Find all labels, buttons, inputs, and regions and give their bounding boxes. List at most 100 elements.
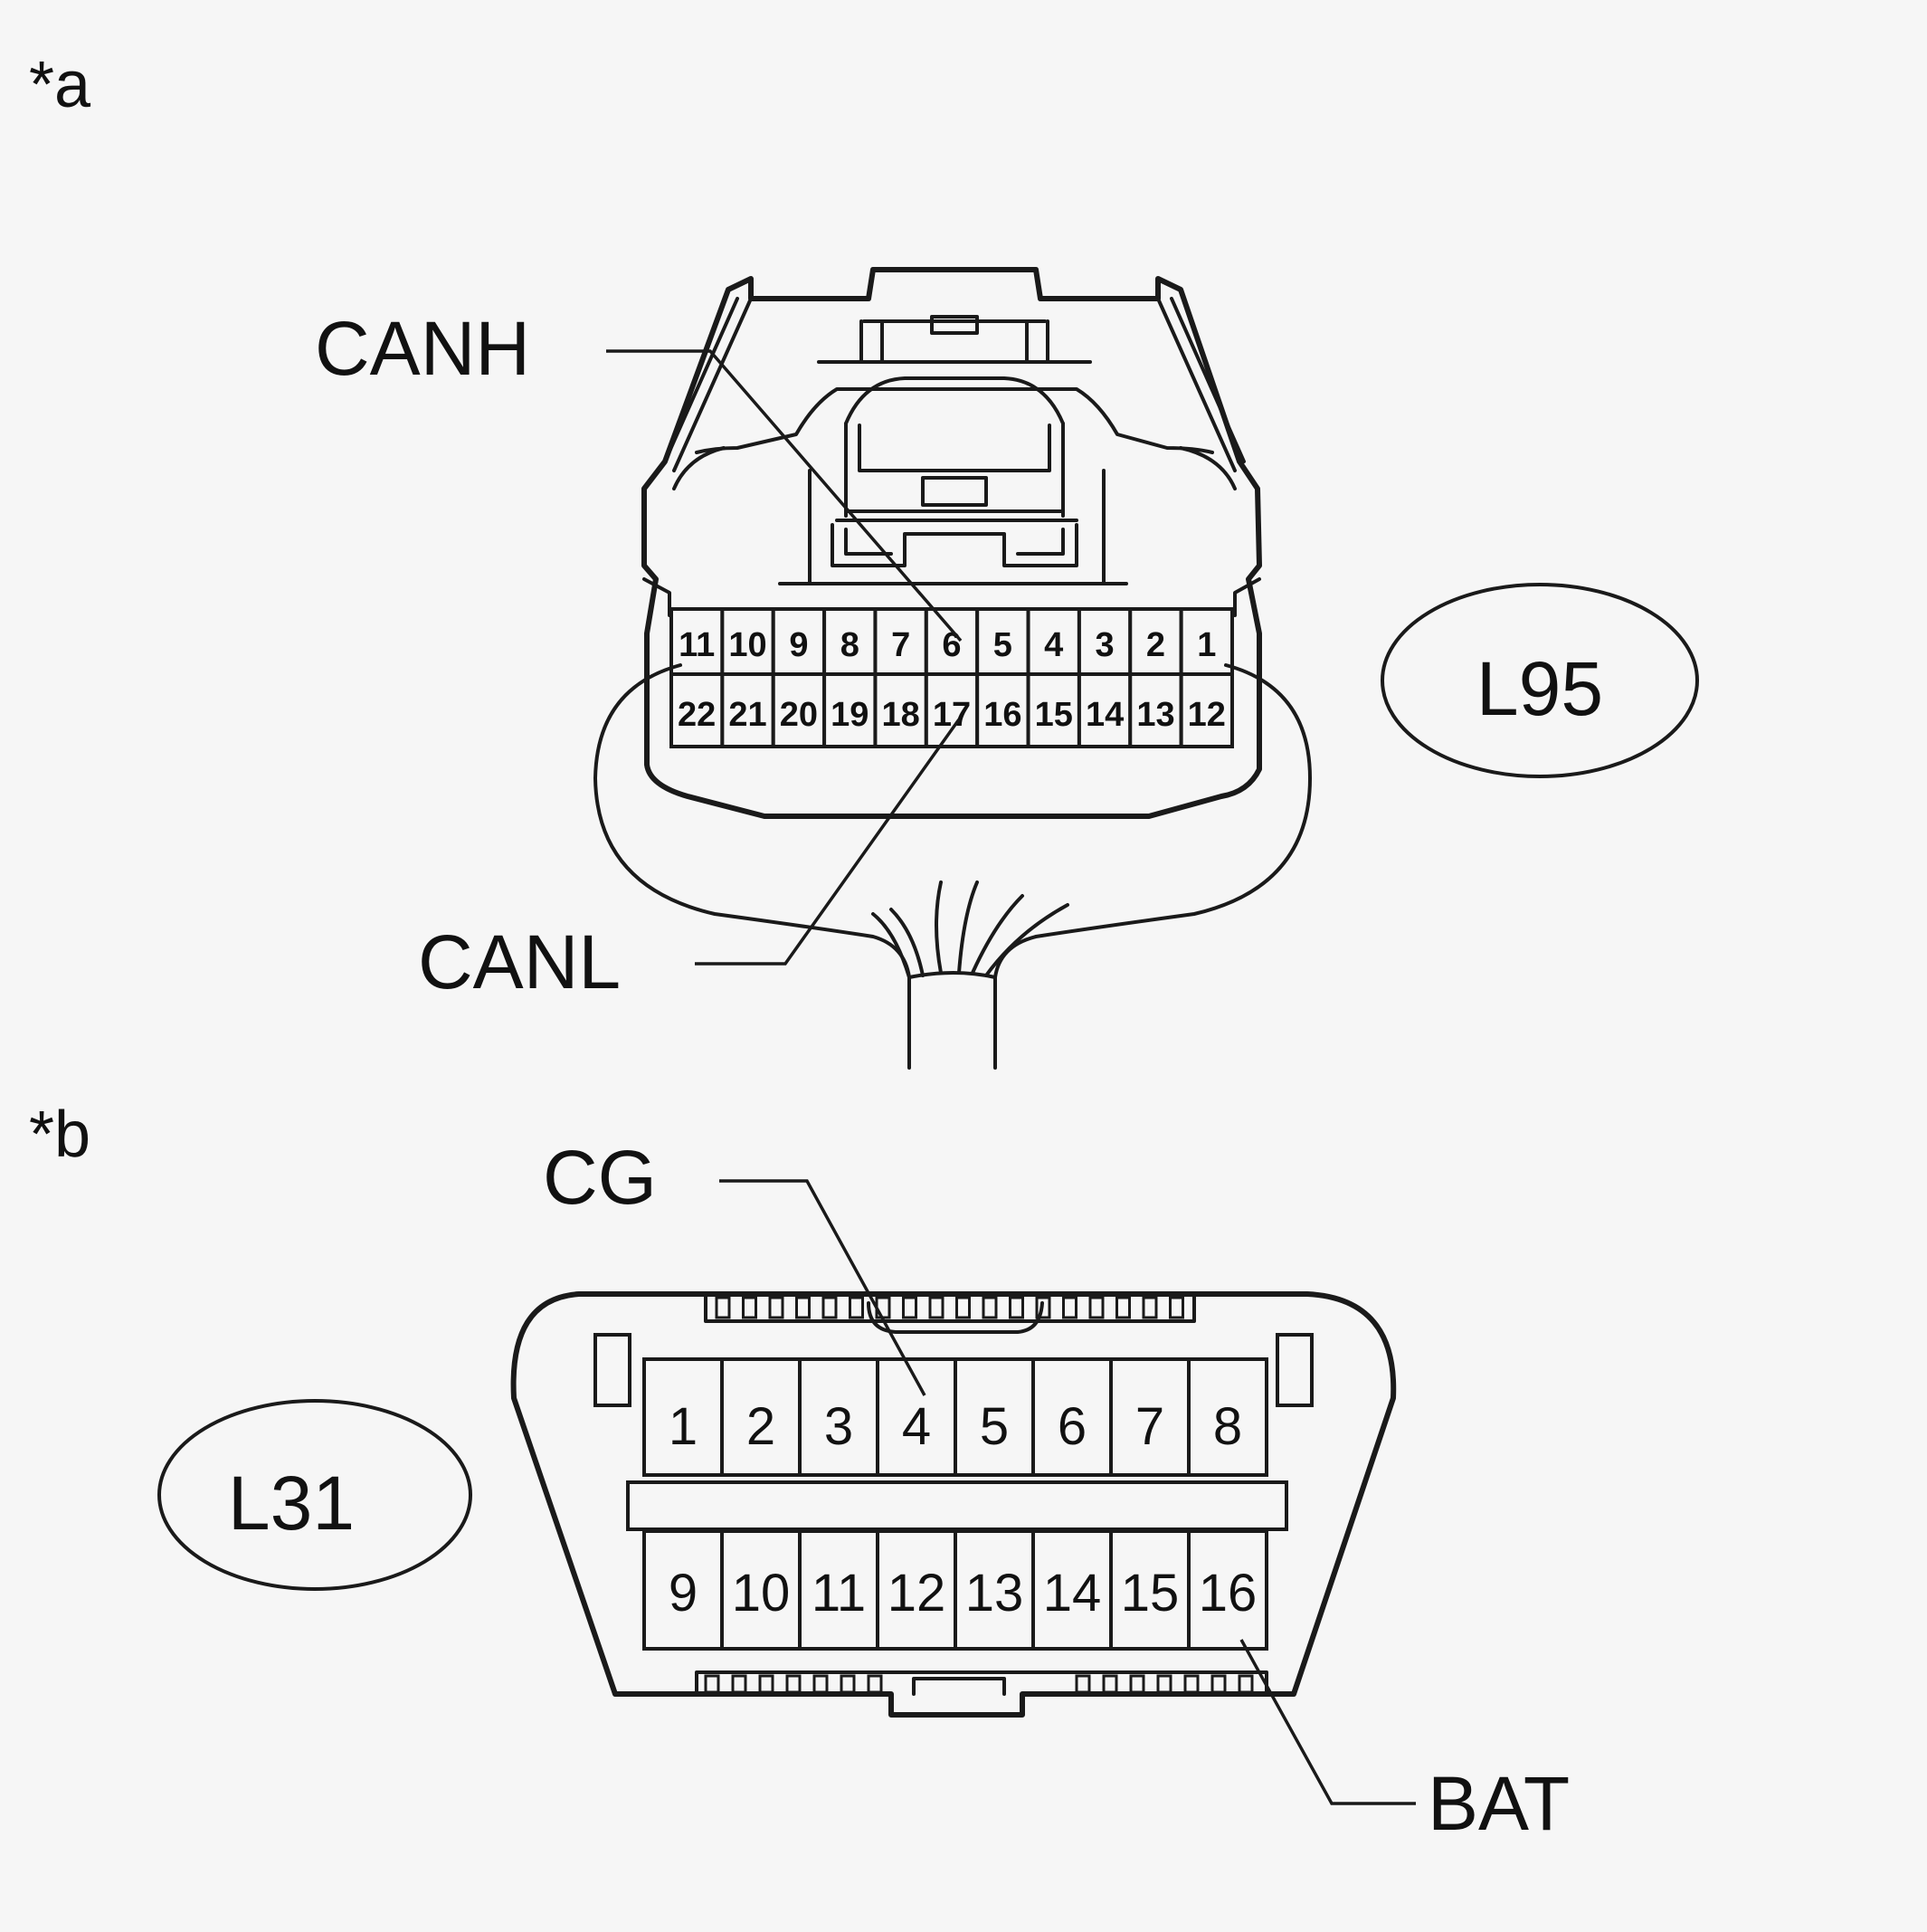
l95-pin-cell [1128, 607, 1183, 676]
l95-code-oval: L95 [1381, 583, 1699, 778]
l31-pin-label: 8 [1213, 1397, 1242, 1456]
connector-tooth [731, 1674, 747, 1694]
l95-pin-cell [873, 672, 928, 748]
l31-pin-cell [1109, 1529, 1191, 1651]
l31-pin-label: 5 [980, 1397, 1009, 1456]
l95-pin-label: 18 [881, 696, 919, 734]
bat-leader [1239, 1639, 1416, 1805]
l31-pin-cell [720, 1529, 802, 1651]
l95-pin-label: 16 [983, 696, 1021, 734]
l31-pin-cell [1109, 1357, 1191, 1477]
l31-pin-label: 13 [965, 1564, 1024, 1623]
l31-pin-cell [1187, 1529, 1268, 1651]
l95-pin-label: 4 [1044, 626, 1063, 664]
connector-tooth [1075, 1674, 1091, 1694]
canl-label: CANL [418, 919, 621, 1004]
connector-tooth [768, 1296, 784, 1319]
l31-pin-label: 15 [1121, 1564, 1180, 1623]
l95-pin-cell [720, 672, 775, 748]
connector-tooth [1115, 1296, 1131, 1319]
l95-harness [593, 663, 1312, 1070]
l95-pin-label: 2 [1146, 626, 1165, 664]
connector-tooth [928, 1296, 945, 1319]
connector-tooth [1088, 1296, 1105, 1319]
l31-pin-cell [720, 1357, 802, 1477]
canh-label: CANH [315, 306, 530, 391]
l31-pin-cell [1031, 1529, 1113, 1651]
connector-tooth [867, 1674, 883, 1694]
l95-pin-label: 21 [728, 696, 766, 734]
l31-pin-cell [798, 1357, 879, 1477]
connector-tooth [742, 1296, 757, 1319]
connector-tooth [1238, 1674, 1254, 1694]
canh-leader [606, 349, 963, 642]
connector-tooth [1210, 1674, 1227, 1694]
l95-pin-label: 8 [840, 626, 859, 664]
l31-pin-label: 1 [669, 1397, 698, 1456]
l95-pin-cell [1179, 672, 1234, 748]
l95-pin-cell [1179, 607, 1234, 676]
connector-tooth [1156, 1674, 1172, 1694]
section-b-marker: *b [29, 1099, 90, 1171]
l31-pin-label: 3 [824, 1397, 853, 1456]
connector-tooth [840, 1674, 856, 1694]
l31-code-text: L31 [228, 1461, 355, 1546]
l31-pin-cell [954, 1529, 1035, 1651]
l95-pin-label: 13 [1136, 696, 1174, 734]
section-a: *a [29, 49, 1699, 1070]
connector-tooth [849, 1296, 864, 1319]
connector-tooth [1142, 1296, 1158, 1319]
connector-tooth [902, 1296, 917, 1319]
l31-pin-label: 2 [746, 1397, 775, 1456]
l31-pin-label: 4 [902, 1397, 931, 1456]
section-a-marker: *a [29, 49, 91, 121]
l95-pin-cell [1026, 672, 1081, 748]
connector-l31-bottom-teeth [704, 1674, 1254, 1694]
connector-tooth [955, 1296, 971, 1319]
connector-tooth [1169, 1296, 1184, 1319]
connector-tooth [1062, 1296, 1077, 1319]
l95-pin-cell [822, 607, 878, 676]
l95-pin-label: 20 [780, 696, 818, 734]
l31-pin-cell [642, 1357, 724, 1477]
l31-pin-label: 12 [888, 1564, 946, 1623]
l95-pin-label: 1 [1197, 626, 1216, 664]
connector-l31-center-bar [626, 1480, 1288, 1531]
l95-pin-label: 7 [891, 626, 910, 664]
l95-pin-cell [975, 672, 1030, 748]
l95-pin-label: 19 [831, 696, 869, 734]
l31-pin-label: 10 [732, 1564, 791, 1623]
cg-label: CG [543, 1135, 657, 1220]
l95-pin-label: 14 [1086, 696, 1124, 734]
l31-pin-label: 9 [669, 1564, 698, 1623]
l95-pin-label: 12 [1188, 696, 1226, 734]
connector-tooth [758, 1674, 774, 1694]
connector-tooth [1183, 1674, 1200, 1694]
l31-pin-cell [876, 1529, 957, 1651]
connector-tooth [1129, 1674, 1145, 1694]
l31-pin-cell [798, 1529, 879, 1651]
l95-pin-label: 3 [1096, 626, 1115, 664]
connector-tooth [812, 1674, 829, 1694]
connector-tooth [982, 1296, 998, 1319]
l95-pin-cell [1026, 607, 1081, 676]
cg-leader [719, 1179, 926, 1396]
connector-tooth [795, 1296, 811, 1319]
l31-code-oval: L31 [157, 1399, 472, 1591]
l95-pin-label: 15 [1035, 696, 1073, 734]
l95-pin-cell [822, 672, 878, 748]
bat-label: BAT [1428, 1761, 1570, 1846]
canl-leader [695, 718, 961, 966]
l95-code-text: L95 [1476, 646, 1603, 731]
connector-tooth [785, 1674, 802, 1694]
l31-pin-cell [642, 1529, 724, 1651]
connector-l31-top-teeth [715, 1296, 1184, 1319]
l31-pin-label: 7 [1135, 1397, 1164, 1456]
l31-pin-cell [1187, 1357, 1268, 1477]
